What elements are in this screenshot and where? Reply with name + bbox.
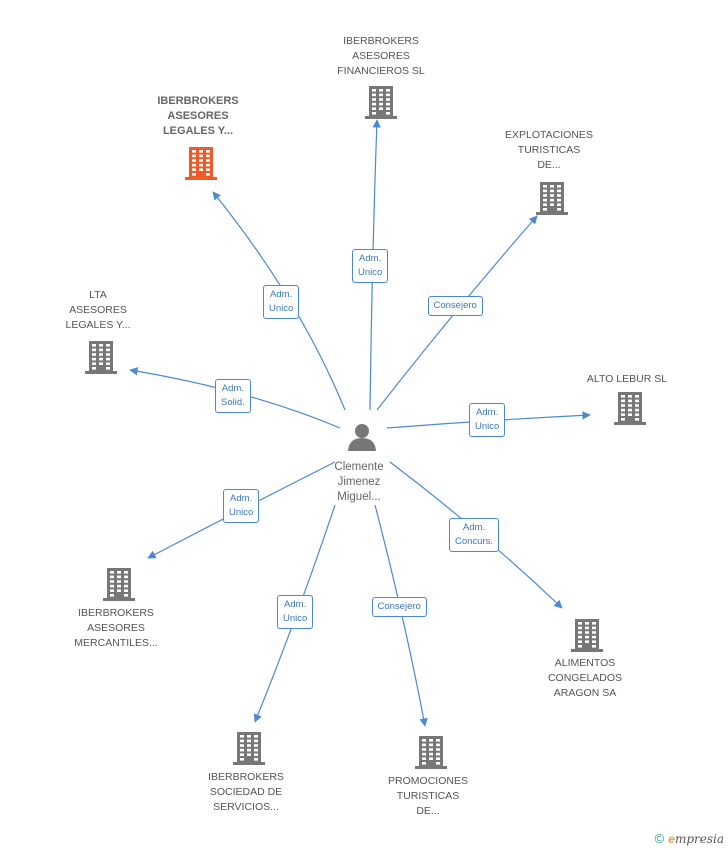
- node-label-iberbrokers-mercantiles[interactable]: IBERBROKERS ASESORES MERCANTILES...: [74, 606, 158, 649]
- edge-label-lta[interactable]: Adm. Solid.: [215, 379, 251, 413]
- edge-label-promociones[interactable]: Consejero: [371, 597, 427, 617]
- edge-label-alto-lebur[interactable]: Adm. Unico: [469, 403, 506, 437]
- building-icon-iberbrokers-financieros[interactable]: [365, 86, 397, 119]
- building-icon-promociones[interactable]: [415, 736, 447, 769]
- building-icon-iberbrokers-servicios[interactable]: [233, 732, 265, 765]
- edge-label-iberbrokers-mercantiles[interactable]: Adm. Unico: [223, 489, 260, 523]
- footer-brand: © empresia: [655, 831, 724, 846]
- edges: [129, 119, 591, 727]
- node-label-iberbrokers-financieros[interactable]: IBERBROKERS ASESORES FINANCIEROS SL: [337, 34, 425, 77]
- person-icon[interactable]: [348, 424, 376, 451]
- node-label-alimentos[interactable]: ALIMENTOS CONGELADOS ARAGON SA: [547, 656, 623, 699]
- building-icon-iberbrokers-mercantiles[interactable]: [103, 568, 135, 601]
- node-label-iberbrokers-servicios[interactable]: IBERBROKERS SOCIEDAD DE SERVICIOS...: [208, 770, 284, 813]
- edge-label-iberbrokers-legales[interactable]: Adm. Unico: [263, 285, 300, 319]
- node-label-alto-lebur[interactable]: ALTO LEBUR SL: [586, 372, 668, 385]
- node-label-explotaciones[interactable]: EXPLOTACIONES TURISTICAS DE...: [505, 128, 593, 171]
- node-label-promociones[interactable]: PROMOCIONES TURISTICAS DE...: [388, 774, 468, 817]
- building-icon-iberbrokers-legales[interactable]: [185, 147, 217, 180]
- center-person-label[interactable]: Clemente Jimenez Miguel...: [334, 461, 384, 503]
- edge-label-alimentos[interactable]: Adm. Concurs.: [449, 518, 500, 552]
- building-icon-alto-lebur[interactable]: [614, 392, 646, 425]
- building-icon-explotaciones[interactable]: [536, 182, 568, 215]
- building-icon-alimentos[interactable]: [571, 619, 603, 652]
- icons: [85, 86, 646, 769]
- copyright-icon: ©: [654, 831, 665, 846]
- edge-label-explotaciones[interactable]: Consejero: [427, 296, 483, 316]
- edge-label-iberbrokers-financieros[interactable]: Adm. Unico: [352, 249, 389, 283]
- building-icon-lta[interactable]: [85, 341, 117, 374]
- node-label-lta[interactable]: LTA ASESORES LEGALES Y...: [65, 288, 131, 331]
- node-label-iberbrokers-legales[interactable]: IBERBROKERS ASESORES LEGALES Y...: [157, 94, 239, 137]
- brand-logo: empresia: [668, 831, 724, 846]
- edge-line-promociones: [374, 504, 428, 727]
- edge-label-iberbrokers-servicios[interactable]: Adm. Unico: [277, 595, 314, 629]
